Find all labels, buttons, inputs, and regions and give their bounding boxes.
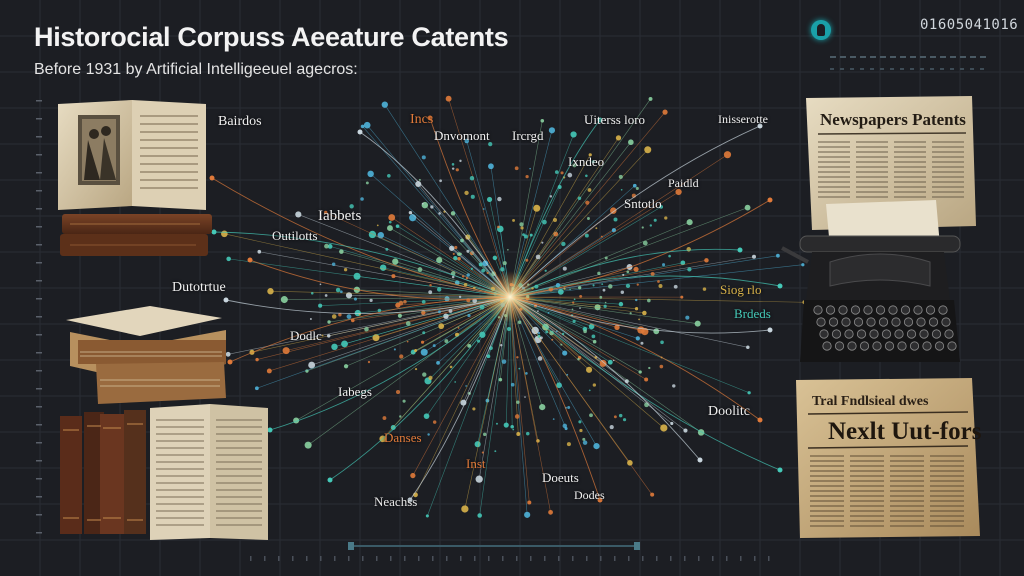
network-label-bottom-2: Doeuts [542,470,579,485]
network-label-left-3: Dutotrtue [172,280,226,295]
old-book-pile [66,306,226,404]
network-label-right-1: Inisserotte [718,112,768,126]
network-label-top-2: Dnvomont [434,128,490,143]
network-label-top-1: Incs [410,112,434,127]
network-label-top-3: Ircrgd [512,128,544,143]
network-label-top-4: Uiterss loro [584,112,646,127]
page-subtitle: Before 1931 by Artificial Intelligeeuel … [34,61,358,78]
network-label-right-2: Sntotlo [624,196,662,211]
newspaper-bottom-headline: Nexlt Uut-fors [828,418,982,445]
open-book-text [150,404,268,540]
network-label-left-7: Danses [384,430,422,445]
leather-books-stack [60,214,212,256]
header-code: 01605041016 [920,17,1019,33]
typewriter [781,235,961,362]
network-label-left-5: Iabegs [338,384,372,399]
timeline-bar [348,542,640,550]
network-center-glow [484,271,536,323]
bookshelf-spines [60,410,146,534]
brain-logo-icon [811,20,831,40]
newspaper-bottom-masthead: Tral Fndlsieal dwes [812,394,929,409]
network-label-right-4: Siog rlo [720,282,762,297]
open-book-illustrated [58,100,206,210]
network-label-top-5: Ixndeo [568,154,605,169]
network-label-right-3: Paidld [668,176,699,190]
network-label-bottom-3: Dodes [574,488,605,502]
network-label-left-6: Neachss [374,494,418,509]
page-title: Historocial Corpuss Aeeature Catents [34,22,509,52]
network-label-bottom-1: Inst [466,456,486,471]
network-label-banner-left: Bairdos [218,114,262,129]
ruler-ticks [36,56,986,561]
network-label-left-2: Outilotts [272,228,318,243]
network-label-right-6: Doolitc [708,404,750,419]
network-label-right-5: Brdeds [734,306,771,321]
newspaper-top-headline: Newspapers Patents [820,110,966,129]
network-label-left-1: Iabbets [318,208,362,224]
newspaper-bottom [796,378,980,538]
network-label-left-4: Dodlc [290,328,322,343]
